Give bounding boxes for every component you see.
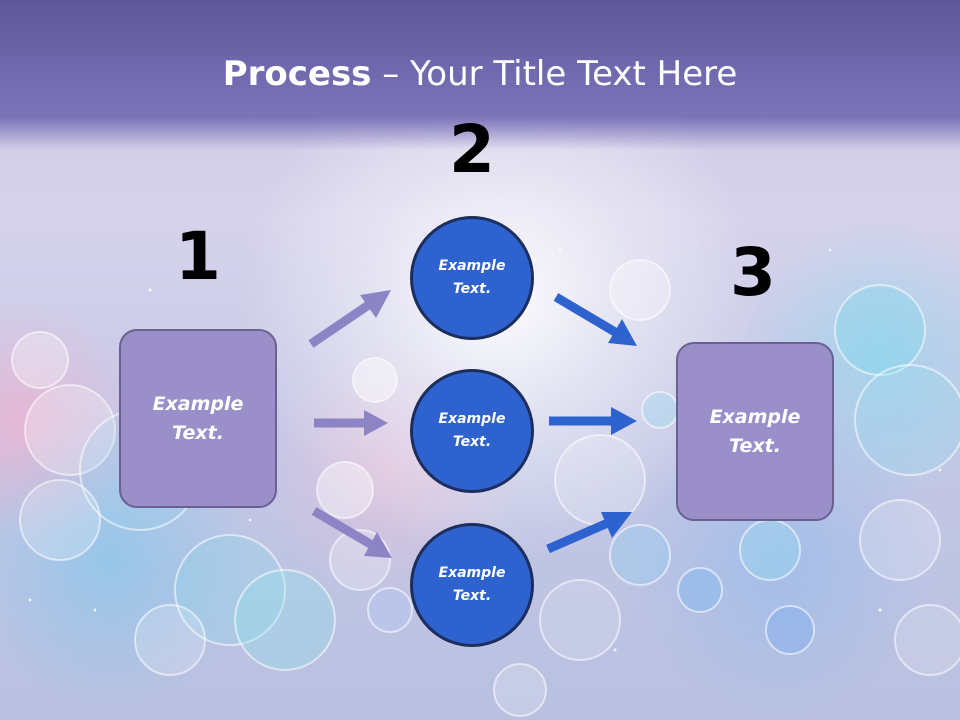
circle-top: Example Text. <box>410 216 534 340</box>
circle-middle: Example Text. <box>410 369 534 493</box>
step-number-3: 3 <box>730 234 776 311</box>
circle-middle-text: Example Text. <box>438 411 506 450</box>
title-band <box>0 0 960 150</box>
arrow-right-middle <box>549 407 637 435</box>
circle-top-text: Example Text. <box>438 258 506 297</box>
title-rest: – Your Title Text Here <box>371 54 738 94</box>
step-number-2: 2 <box>449 111 495 188</box>
arrow-right-up <box>546 512 632 554</box>
step-number-1: 1 <box>175 218 221 295</box>
arrow-left-down <box>311 507 392 558</box>
slide-title: Process – Your Title Text Here <box>0 52 960 96</box>
left-box: Example Text. <box>119 329 277 508</box>
arrow-left-middle <box>314 410 388 436</box>
left-box-text: Example Text. <box>152 392 244 444</box>
circle-bottom-text: Example Text. <box>438 565 506 604</box>
arrow-left-up <box>308 290 391 348</box>
circle-bottom: Example Text. <box>410 523 534 647</box>
right-box-text: Example Text. <box>709 405 801 457</box>
right-box: Example Text. <box>676 342 834 521</box>
title-bold: Process <box>222 54 372 94</box>
arrow-right-down <box>553 293 637 346</box>
